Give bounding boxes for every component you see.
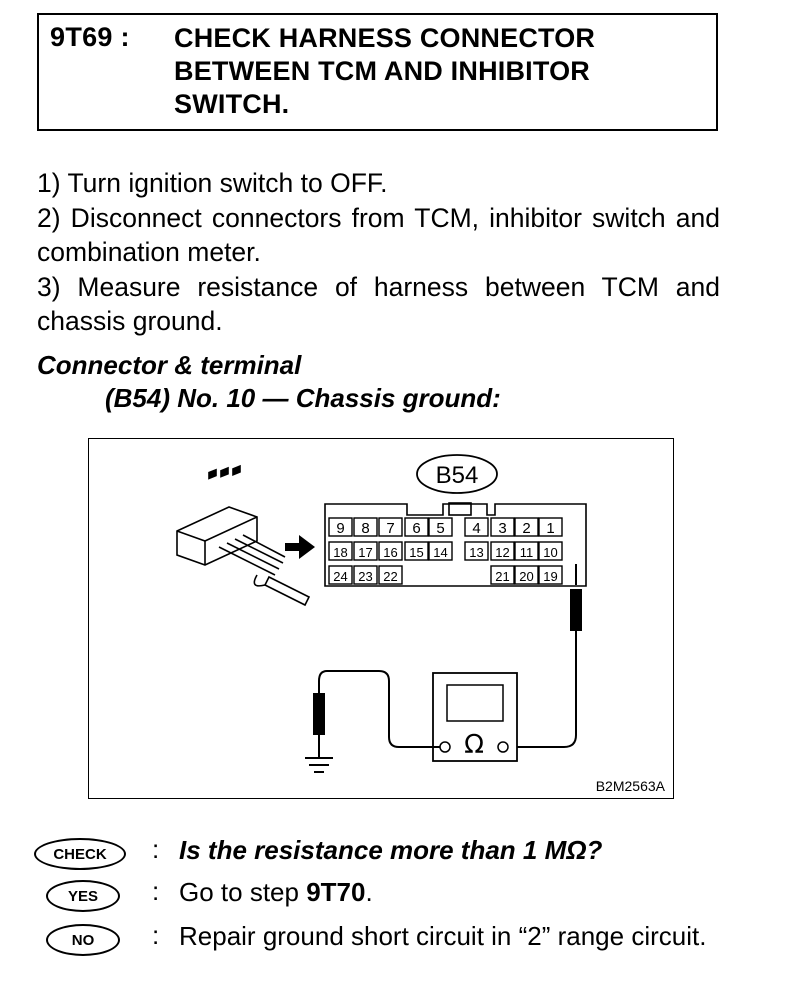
terminal-cell: [538, 517, 563, 537]
instruction-item: 3) Measure resistance of harness between…: [37, 271, 720, 337]
terminal-number: 17: [358, 545, 372, 560]
check-row: CHECK : Is the resistance more than 1 MΩ…: [34, 834, 734, 874]
terminal-cell: [378, 565, 403, 585]
yes-badge: YES: [46, 880, 120, 912]
step-code: 9T69 :: [50, 22, 130, 52]
yes-row: YES : Go to step 9T70.: [34, 876, 734, 916]
terminal-cell: [514, 565, 539, 585]
terminal-cell: [490, 565, 515, 585]
terminal-number: 6: [412, 520, 420, 537]
terminal-cell: [378, 541, 403, 561]
terminal-number: 19: [543, 569, 557, 584]
terminal-cell: [538, 565, 563, 585]
yes-text-suffix: .: [365, 877, 373, 907]
no-text: Repair ground short circuit in “2” range…: [179, 921, 707, 951]
terminal-number: 5: [436, 520, 444, 537]
terminal-cell: [514, 541, 539, 561]
terminal-number: 9: [336, 520, 344, 537]
terminal-cell: [328, 517, 353, 537]
connector-label-ellipse: [416, 454, 498, 494]
terminal-cell: [404, 517, 429, 537]
ground-icon: [305, 757, 333, 773]
terminal-number: 20: [519, 569, 533, 584]
terminal-cell: [353, 565, 378, 585]
terminal-number: 14: [433, 545, 447, 560]
terminal-number: 21: [495, 569, 509, 584]
terminal-cell: [378, 517, 403, 537]
harness-plug-icon: [176, 464, 311, 607]
instructions-list: 1) Turn ignition switch to OFF. 2) Disco…: [37, 166, 720, 339]
terminal-cell: [514, 517, 539, 537]
terminal-number: 8: [361, 520, 369, 537]
connector-b54: [324, 502, 587, 587]
ohm-symbol: Ω: [464, 730, 484, 760]
connector-label: B54: [436, 462, 479, 489]
terminal-cell: [404, 541, 429, 561]
step-title: CHECK HARNESS CONNECTOR BETWEEN TCM AND …: [174, 23, 596, 119]
terminal-cell: [490, 541, 515, 561]
check-question: Is the resistance more than 1 MΩ?: [179, 835, 603, 865]
terminal-cell: [490, 517, 515, 537]
probe-negative: [313, 670, 440, 757]
terminal-cell: [353, 541, 378, 561]
terminal-number: 12: [495, 545, 509, 560]
terminal-cell: [353, 517, 378, 537]
yes-text: Go to step 9T70.: [179, 876, 719, 909]
terminal-cell: [328, 565, 353, 585]
terminal-number: 3: [498, 520, 506, 537]
terminal-number: 13: [469, 545, 483, 560]
yes-text-prefix: Go to step: [179, 877, 307, 907]
terminal-cell: [428, 541, 453, 561]
terminal-number: 10: [543, 545, 557, 560]
terminal-cell: [428, 517, 453, 537]
terminal-number: 11: [520, 545, 534, 560]
probe-positive: [507, 564, 582, 748]
terminal-number: 2: [522, 520, 530, 537]
yes-colon: :: [152, 876, 160, 906]
check-badge: CHECK: [34, 838, 126, 870]
terminal-cell: [538, 541, 563, 561]
terminal-number: 7: [386, 520, 394, 537]
terminal-number: 1: [546, 520, 554, 537]
direction-arrow-icon: [285, 535, 315, 559]
terminal-cell: [464, 541, 489, 561]
step-header-box: 9T69 : CHECK HARNESS CONNECTOR BETWEEN T…: [37, 13, 718, 131]
connector-heading: Connector & terminal: [37, 350, 302, 380]
terminal-number: 15: [409, 545, 423, 560]
terminal-cell: [328, 541, 353, 561]
terminal-number: 23: [358, 569, 372, 584]
terminal-number: 24: [333, 569, 347, 584]
terminal-number: 16: [383, 545, 397, 560]
no-badge: NO: [46, 924, 120, 956]
terminal-cell: [464, 517, 489, 537]
ohmmeter: Ω: [432, 672, 518, 762]
figure-code: B2M2563A: [595, 778, 665, 794]
no-colon: :: [152, 920, 160, 950]
check-colon: :: [152, 834, 160, 864]
no-row: NO : Repair ground short circuit in “2” …: [34, 920, 734, 990]
terminal-number: 22: [383, 569, 397, 584]
terminal-number: 4: [472, 520, 480, 537]
instruction-item: 2) Disconnect connectors from TCM, inhib…: [37, 202, 720, 268]
instruction-item: 1) Turn ignition switch to OFF.: [37, 168, 388, 198]
yes-step-link[interactable]: 9T70: [306, 877, 366, 907]
connector-terminal-spec: (B54) No. 10 — Chassis ground:: [105, 383, 501, 413]
terminal-number: 18: [333, 545, 347, 560]
